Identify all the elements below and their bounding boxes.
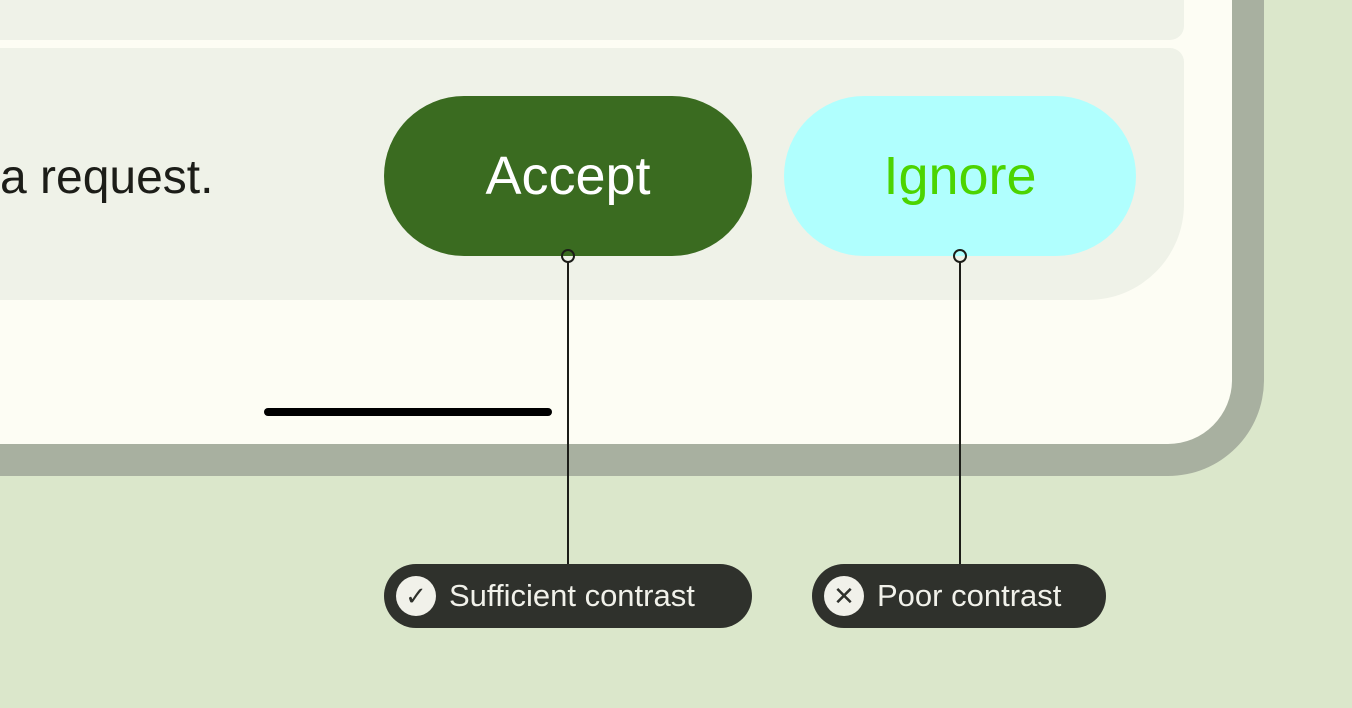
x-circle-icon: ✕ (824, 576, 864, 616)
home-indicator[interactable] (264, 408, 552, 416)
sufficient-contrast-chip: ✓ Sufficient contrast (384, 564, 752, 628)
chip-label: Poor contrast (877, 578, 1062, 613)
annotation-line-ignore (959, 262, 961, 564)
request-message: a request. (0, 151, 214, 204)
ignore-button[interactable]: Ignore (784, 96, 1136, 256)
poor-contrast-chip: ✕ Poor contrast (812, 564, 1106, 628)
annotation-dot-accept (561, 249, 575, 263)
top-card (0, 0, 1184, 40)
annotation-dot-ignore (953, 249, 967, 263)
chip-label: Sufficient contrast (449, 578, 695, 613)
check-circle-icon: ✓ (396, 576, 436, 616)
accept-button[interactable]: Accept (384, 96, 752, 256)
annotation-line-accept (567, 262, 569, 564)
